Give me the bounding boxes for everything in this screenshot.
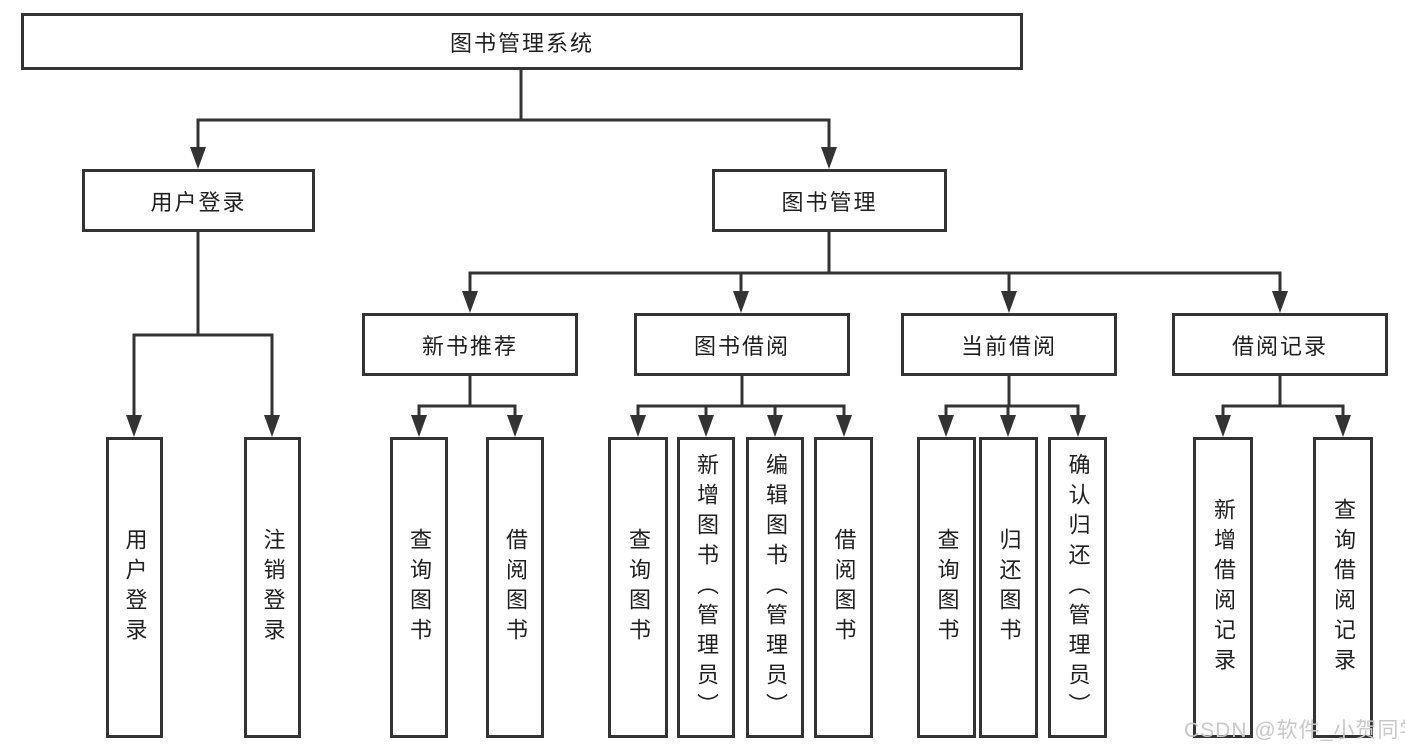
- node-borrow-record-label: 借阅记录: [1231, 333, 1328, 359]
- node-leaf-add-record-label: 新增借阅记录: [1211, 497, 1236, 678]
- arrow-down-icon: [507, 415, 523, 437]
- arrow-down-icon: [1000, 415, 1016, 437]
- arrow-down-icon: [1335, 415, 1351, 437]
- connector-book-borrow-to-children: [630, 374, 852, 437]
- connector-new-book-rec-to-children: [411, 374, 523, 437]
- node-current-borrow-label: 当前借阅: [960, 333, 1057, 359]
- arrow-down-icon: [733, 291, 749, 313]
- node-book-mgmt-label: 图书管理: [781, 189, 878, 215]
- node-leaf-borrow-book-2: 借阅图书: [814, 437, 873, 738]
- node-root: 图书管理系统: [21, 13, 1023, 70]
- node-leaf-query-book-2: 查询图书: [608, 437, 668, 738]
- connector-root-to-children: [190, 68, 837, 169]
- node-borrow-record: 借阅记录: [1172, 313, 1388, 376]
- node-leaf-edit-book: 编辑图书（管理员）: [746, 437, 804, 738]
- node-leaf-user-login: 用户登录: [106, 437, 163, 738]
- node-leaf-borrow-book-1: 借阅图书: [486, 437, 544, 738]
- node-current-borrow: 当前借阅: [901, 313, 1117, 376]
- arrow-down-icon: [1001, 291, 1017, 313]
- node-leaf-query-book-1-label: 查询图书: [407, 527, 432, 648]
- node-book-borrow: 图书借阅: [634, 313, 850, 376]
- node-leaf-logout-label: 注销登录: [260, 527, 286, 648]
- node-leaf-return-book-label: 归还图书: [996, 527, 1022, 648]
- node-new-book-rec-label: 新书推荐: [421, 333, 518, 359]
- node-root-label: 图书管理系统: [449, 30, 594, 56]
- node-leaf-user-login-label: 用户登录: [122, 527, 148, 648]
- node-leaf-edit-book-label: 编辑图书（管理员）: [763, 452, 788, 723]
- node-new-book-rec: 新书推荐: [362, 313, 578, 376]
- arrow-down-icon: [190, 147, 206, 169]
- arrow-down-icon: [462, 291, 478, 313]
- node-leaf-query-record: 查询借阅记录: [1313, 437, 1373, 738]
- node-leaf-confirm-return-label: 确认归还（管理员）: [1065, 452, 1091, 723]
- arrow-down-icon: [630, 415, 646, 437]
- arrow-down-icon: [264, 415, 280, 437]
- arrow-down-icon: [1070, 415, 1086, 437]
- arrow-down-icon: [411, 415, 427, 437]
- node-leaf-query-book-3: 查询图书: [917, 437, 976, 738]
- node-book-mgmt: 图书管理: [712, 169, 947, 232]
- node-leaf-query-book-3-label: 查询图书: [934, 527, 960, 648]
- watermark-text: CSDN @软件_小贺同学: [1184, 719, 1405, 742]
- node-user-login: 用户登录: [82, 169, 315, 232]
- node-book-borrow-label: 图书借阅: [693, 333, 790, 359]
- node-leaf-return-book: 归还图书: [979, 437, 1038, 738]
- arrow-down-icon: [1272, 291, 1288, 313]
- arrow-down-icon: [821, 147, 837, 169]
- node-leaf-borrow-book-2-label: 借阅图书: [831, 527, 857, 648]
- connector-user-login-to-children: [126, 230, 280, 437]
- node-leaf-add-book-label: 新增图书（管理员）: [694, 452, 719, 723]
- node-leaf-query-book-1: 查询图书: [390, 437, 448, 738]
- node-leaf-borrow-book-1-label: 借阅图书: [503, 527, 528, 648]
- node-leaf-confirm-return: 确认归还（管理员）: [1048, 437, 1107, 738]
- arrow-down-icon: [126, 415, 142, 437]
- arrow-down-icon: [698, 415, 714, 437]
- connector-current-borrow-to-children: [938, 374, 1086, 437]
- connector-borrow-record-to-children: [1215, 374, 1351, 437]
- node-leaf-logout: 注销登录: [244, 437, 301, 738]
- node-leaf-query-book-2-label: 查询图书: [626, 527, 651, 648]
- connector-book-mgmt-to-children: [462, 230, 1288, 313]
- node-leaf-query-record-label: 查询借阅记录: [1331, 497, 1356, 678]
- node-leaf-add-book: 新增图书（管理员）: [677, 437, 735, 738]
- arrow-down-icon: [1215, 415, 1231, 437]
- arrow-down-icon: [836, 415, 852, 437]
- arrow-down-icon: [938, 415, 954, 437]
- node-user-login-label: 用户登录: [150, 189, 247, 215]
- arrow-down-icon: [767, 415, 783, 437]
- node-leaf-add-record: 新增借阅记录: [1193, 437, 1253, 738]
